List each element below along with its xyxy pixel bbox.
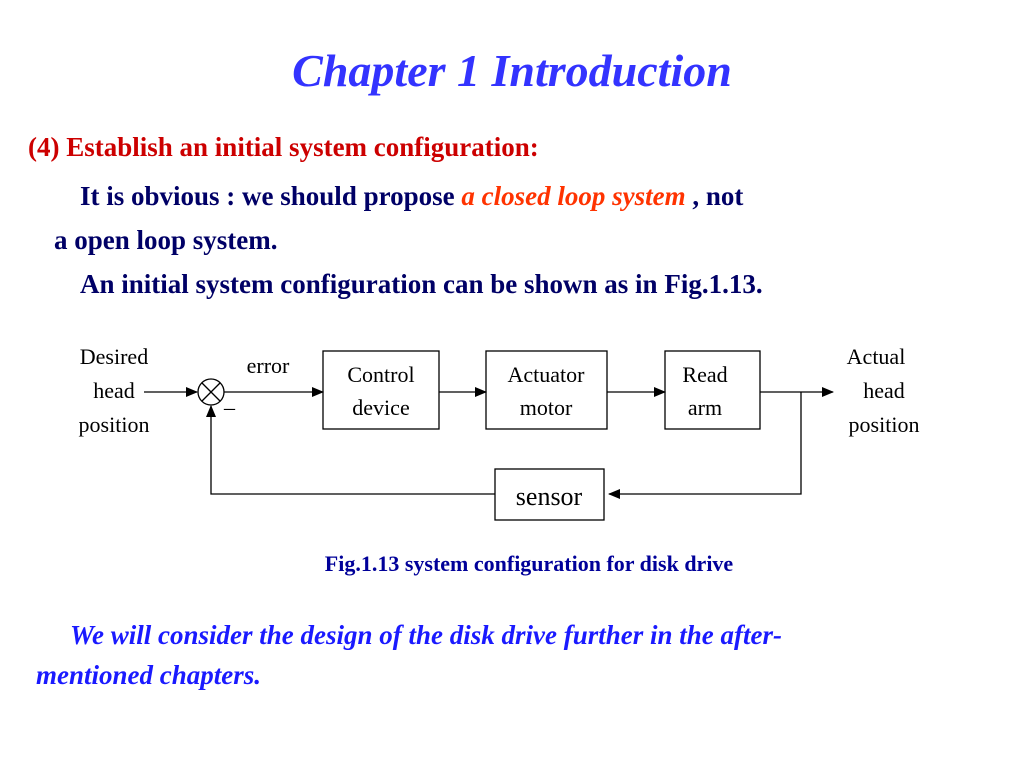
- paragraph-1-text: It is obvious : we should propose: [80, 181, 462, 211]
- closing-paragraph: We will consider the design of the disk …: [0, 615, 1000, 695]
- output-label-line-2: head: [863, 378, 905, 403]
- control-device-block: Control device: [322, 350, 440, 430]
- figure-caption: Fig.1.13 system configuration for disk d…: [324, 551, 734, 576]
- control-block-line-2: device: [352, 395, 409, 420]
- actuator-block-line-2: motor: [520, 395, 573, 420]
- output-label-line-3: position: [849, 412, 920, 437]
- actuator-block-line-1: Actuator: [508, 362, 586, 387]
- slide-title: Chapter 1 Introduction: [292, 45, 732, 96]
- closing-line-1: We will consider the design of the disk …: [70, 620, 783, 650]
- actuator-motor-block: Actuator motor: [485, 350, 608, 430]
- output-label-line-1: Actual: [847, 344, 906, 369]
- control-block-line-1: Control: [347, 362, 414, 387]
- input-label: Desired head position: [79, 344, 150, 437]
- input-label-line-1: Desired: [80, 344, 148, 369]
- feedback-to-sensor-arrow: [608, 392, 802, 499]
- input-label-line-3: position: [79, 412, 150, 437]
- paragraph-1-line-1: It is obvious : we should propose a clos…: [80, 181, 743, 212]
- closing-line-2: mentioned chapters.: [36, 660, 262, 690]
- readarm-block-line-2: arm: [688, 395, 722, 420]
- paragraph-2: An initial system configuration can be s…: [80, 269, 763, 299]
- summing-junction: [197, 378, 225, 406]
- output-label: Actual head position: [847, 344, 920, 437]
- sensor-label: sensor: [516, 482, 583, 511]
- input-label-line-2: head: [93, 378, 135, 403]
- feedback-to-junction-arrow: [206, 405, 495, 495]
- sensor-block: sensor: [494, 468, 605, 521]
- readarm-block-line-1: Read: [682, 362, 727, 387]
- paragraph-1-line-2: a open loop system.: [54, 225, 278, 255]
- paragraph-1-emphasis: a closed loop system: [461, 181, 686, 211]
- section-heading: (4) Establish an initial system configur…: [28, 132, 539, 162]
- minus-sign: _: [223, 387, 236, 412]
- read-arm-block: Read arm: [664, 350, 761, 430]
- error-label: error: [247, 353, 290, 378]
- paragraph-1-tail: , not: [685, 181, 744, 211]
- block-diagram: Desired head position _ error Control de…: [79, 344, 920, 521]
